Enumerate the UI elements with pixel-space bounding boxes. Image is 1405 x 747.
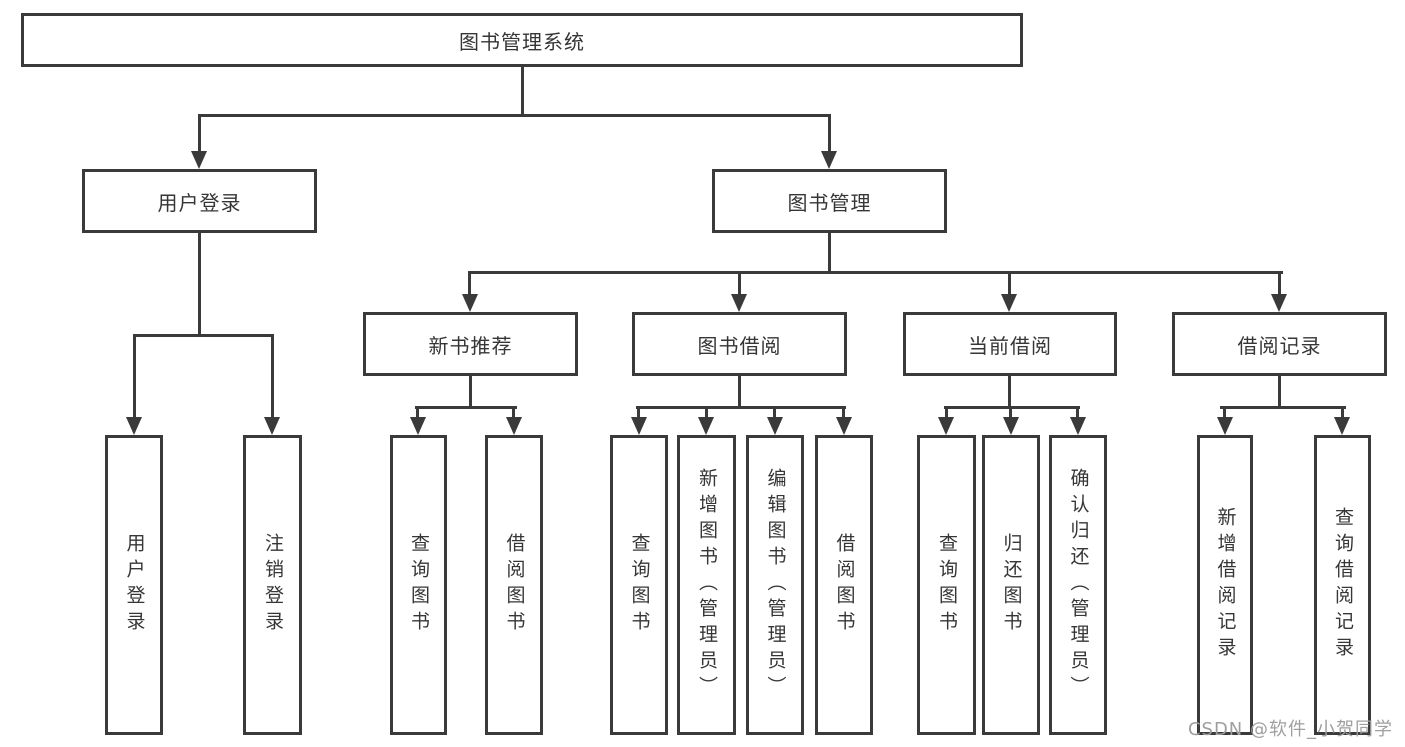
arrowhead-down-icon: [1070, 417, 1086, 435]
connector-leaf-stem: [1009, 406, 1012, 417]
connector-user-login-crossbar: [133, 334, 274, 337]
connector-leaf-stem: [1341, 406, 1344, 417]
arrowhead-down-icon: [836, 417, 852, 435]
arrowhead-down-icon: [731, 294, 747, 312]
connector-leaf-stem: [637, 406, 640, 417]
arrowhead-down-icon: [191, 151, 207, 169]
leaf-query-books: 查询图书: [610, 435, 668, 735]
connector-borrow-records-stem: [1278, 376, 1281, 408]
arrowhead-down-icon: [1001, 294, 1017, 312]
connector-to-new-book-recommend: [468, 271, 471, 294]
arrowhead-down-icon: [462, 294, 478, 312]
connector-new-book-recommend-stem: [469, 376, 472, 408]
leaf-borrow-books: 借阅图书: [485, 435, 543, 735]
arrowhead-down-icon: [506, 417, 522, 435]
node-book-management: 图书管理: [712, 169, 947, 233]
node-current-borrow: 当前借阅: [903, 312, 1117, 376]
arrowhead-down-icon: [264, 417, 280, 435]
arrowhead-down-icon: [410, 417, 426, 435]
connector-current-borrow-stem: [1008, 376, 1011, 408]
connector-leaf-stem: [842, 406, 845, 417]
connector-new-book-recommend-crossbar: [415, 406, 517, 409]
connector-book-borrow-stem: [738, 376, 741, 408]
connector-to-user-login-stem: [198, 114, 201, 151]
leaf-return-books: 归还图书: [982, 435, 1040, 735]
connector-borrow-records-crossbar: [1220, 406, 1346, 409]
leaf-query-books: 查询图书: [390, 435, 447, 735]
arrowhead-down-icon: [698, 417, 714, 435]
arrowhead-down-icon: [821, 151, 837, 169]
arrowhead-down-icon: [1271, 294, 1287, 312]
connector-book-management-stem: [828, 233, 831, 273]
arrowhead-down-icon: [767, 417, 783, 435]
node-new-book-recommend: 新书推荐: [363, 312, 578, 376]
connector-leaf-stem: [1076, 406, 1079, 417]
node-borrow-records: 借阅记录: [1172, 312, 1387, 376]
leaf-add-borrow-record: 新增借阅记录: [1197, 435, 1253, 735]
connector-to-book-borrow: [738, 271, 741, 294]
connector-book-management-crossbar: [468, 271, 1283, 274]
connector-current-borrow-crossbar: [944, 406, 1080, 409]
csdn-watermark: CSDN @软件_小贺同学: [1187, 719, 1393, 740]
leaf-logout: 注销登录: [243, 435, 302, 735]
connector-to-borrow-records: [1278, 271, 1281, 294]
node-user-login: 用户登录: [82, 169, 317, 233]
leaf-query-borrow-record: 查询借阅记录: [1314, 435, 1371, 735]
connector-to-leaf-user-login: [133, 334, 136, 417]
leaf-edit-books-admin: 编辑图书（管理员）: [746, 435, 804, 735]
connector-leaf-stem: [705, 406, 708, 417]
connector-book-borrow-crossbar: [636, 406, 846, 409]
arrowhead-down-icon: [126, 417, 142, 435]
arrowhead-down-icon: [1003, 417, 1019, 435]
arrowhead-down-icon: [631, 417, 647, 435]
arrowhead-down-icon: [1217, 417, 1233, 435]
connector-root-stem: [521, 67, 524, 115]
leaf-confirm-return-admin: 确认归还（管理员）: [1049, 435, 1107, 735]
connector-to-book-management-stem: [828, 114, 831, 151]
connector-user-login-stem: [198, 233, 201, 336]
node-library-management-system: 图书管理系统: [21, 13, 1023, 67]
arrowhead-down-icon: [1334, 417, 1350, 435]
connector-leaf-stem: [945, 406, 948, 417]
connector-leaf-stem: [1223, 406, 1226, 417]
leaf-add-books-admin: 新增图书（管理员）: [677, 435, 736, 735]
node-book-borrow: 图书借阅: [632, 312, 847, 376]
connector-leaf-stem: [512, 406, 515, 417]
arrowhead-down-icon: [938, 417, 954, 435]
leaf-query-books: 查询图书: [917, 435, 976, 735]
connector-root-crossbar: [198, 114, 831, 117]
connector-leaf-stem: [773, 406, 776, 417]
connector-to-current-borrow: [1008, 271, 1011, 294]
leaf-borrow-books: 借阅图书: [815, 435, 873, 735]
leaf-user-login: 用户登录: [105, 435, 163, 735]
connector-to-leaf-logout: [271, 334, 274, 417]
connector-leaf-stem: [416, 406, 419, 417]
